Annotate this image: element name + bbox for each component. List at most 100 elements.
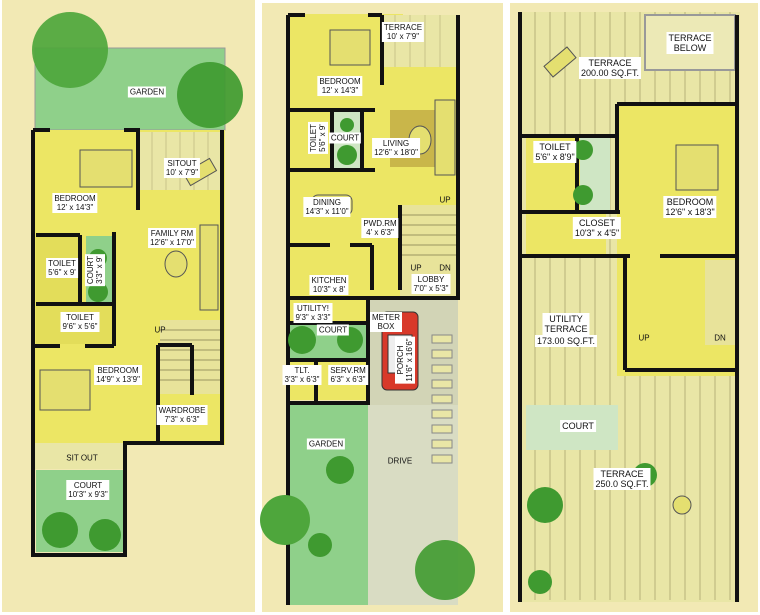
- bed-icon: [329, 29, 371, 66]
- room-label: UP: [437, 195, 452, 206]
- room-name: LIVING: [382, 139, 410, 148]
- room-name: PWD.RM: [363, 219, 397, 228]
- room-name: UTILITY!: [296, 304, 330, 313]
- room-name: BEDROOM: [319, 77, 361, 86]
- room-name: TOILET: [539, 142, 571, 152]
- room-name: DN: [714, 333, 726, 343]
- lounger-icon: [543, 46, 577, 78]
- room-name: UP: [154, 325, 166, 335]
- room-name: GARDEN: [129, 87, 165, 97]
- room-name: FAMILY RM: [150, 229, 194, 238]
- room-label: UP: [636, 333, 651, 344]
- room-name: COURT: [86, 255, 95, 285]
- room-size: 10' x 7'9": [165, 168, 199, 177]
- tree-icon: [32, 12, 108, 88]
- room-size: 3'3" x 6'3": [284, 375, 320, 384]
- room-size: 10'3" x 4'5": [574, 228, 620, 238]
- room-name: TERRACE: [668, 33, 712, 43]
- room-name: DN: [439, 263, 451, 273]
- room-label: UP: [152, 325, 167, 336]
- room-label: COURT: [328, 132, 362, 144]
- tree-icon: [528, 570, 552, 594]
- room-label: DN: [437, 263, 453, 274]
- room-name: UP: [439, 195, 451, 205]
- room-size: 9'3" x 3'3": [295, 313, 331, 322]
- room-name: SITOUT: [167, 159, 197, 168]
- shrub-icon: [340, 118, 354, 132]
- room-name: TOILET: [66, 313, 94, 322]
- room-size: 11'6" x 16'6": [405, 338, 414, 382]
- room-name: TOILET: [309, 124, 318, 152]
- room-size: 5'6" x 9': [48, 268, 76, 277]
- tree-icon: [308, 533, 332, 557]
- tree-icon: [42, 512, 78, 548]
- table-icon: [164, 250, 188, 278]
- room-size: 12' x 14'3": [321, 86, 359, 95]
- room-size: 10'3" x 8': [312, 285, 346, 294]
- room-name: DRIVE: [387, 456, 413, 466]
- room-size: TERRACE: [544, 324, 588, 334]
- second-floor-plan: [518, 12, 740, 602]
- tree-icon: [177, 62, 243, 128]
- room-size: 3'3" x 9': [95, 256, 104, 284]
- tree-icon: [527, 487, 563, 523]
- room-label: UP: [408, 263, 423, 274]
- room-label: DRIVE: [386, 456, 414, 467]
- shrub-icon: [573, 140, 593, 160]
- room-size: BELOW: [673, 43, 707, 53]
- room-name: TERRACE: [600, 469, 644, 479]
- room-size: 10'3" x 9'3": [68, 490, 108, 499]
- shrub-icon: [88, 282, 108, 302]
- room-size: 4' x 6'3": [366, 228, 394, 237]
- room-name: BEDROOM: [97, 366, 139, 375]
- room-size: 5'6" x 9': [318, 124, 327, 152]
- room-label: UTILITY!9'3" x 3'3": [293, 303, 333, 323]
- tree-icon: [89, 519, 121, 551]
- bed-icon: [79, 149, 133, 188]
- room-name: TERRACE: [383, 23, 423, 32]
- room-name: GARDEN: [308, 439, 344, 449]
- bed-icon: [675, 144, 719, 191]
- room-name: COURT: [330, 133, 360, 143]
- room-name: COURT: [73, 481, 103, 490]
- room-name: SERV.RM: [330, 366, 366, 375]
- room-size: 14'3" x 11'0": [305, 207, 349, 216]
- room-name: CLOSET: [578, 218, 616, 228]
- room-label: COURT: [560, 420, 596, 432]
- room-label: DN: [712, 333, 728, 344]
- room-size: 12'6" x 18'0": [374, 148, 418, 157]
- room-size: 5'6" x 8'9": [535, 152, 575, 162]
- room-label: SIT OUT: [64, 453, 99, 464]
- bed-icon: [39, 369, 91, 411]
- room-size: 7'3" x 6'3": [164, 415, 200, 424]
- room-name: BEDROOM: [666, 197, 714, 207]
- room-name: BEDROOM: [54, 194, 96, 203]
- room-name: UP: [410, 263, 422, 273]
- room-size: 9'6" x 5'6": [62, 322, 98, 331]
- room-size: 6'3" x 6'3": [330, 375, 366, 384]
- room-label: COURT: [316, 324, 350, 336]
- room-name: UTILITY: [549, 314, 583, 324]
- room-name: UP: [638, 333, 650, 343]
- table-icon: [672, 495, 692, 515]
